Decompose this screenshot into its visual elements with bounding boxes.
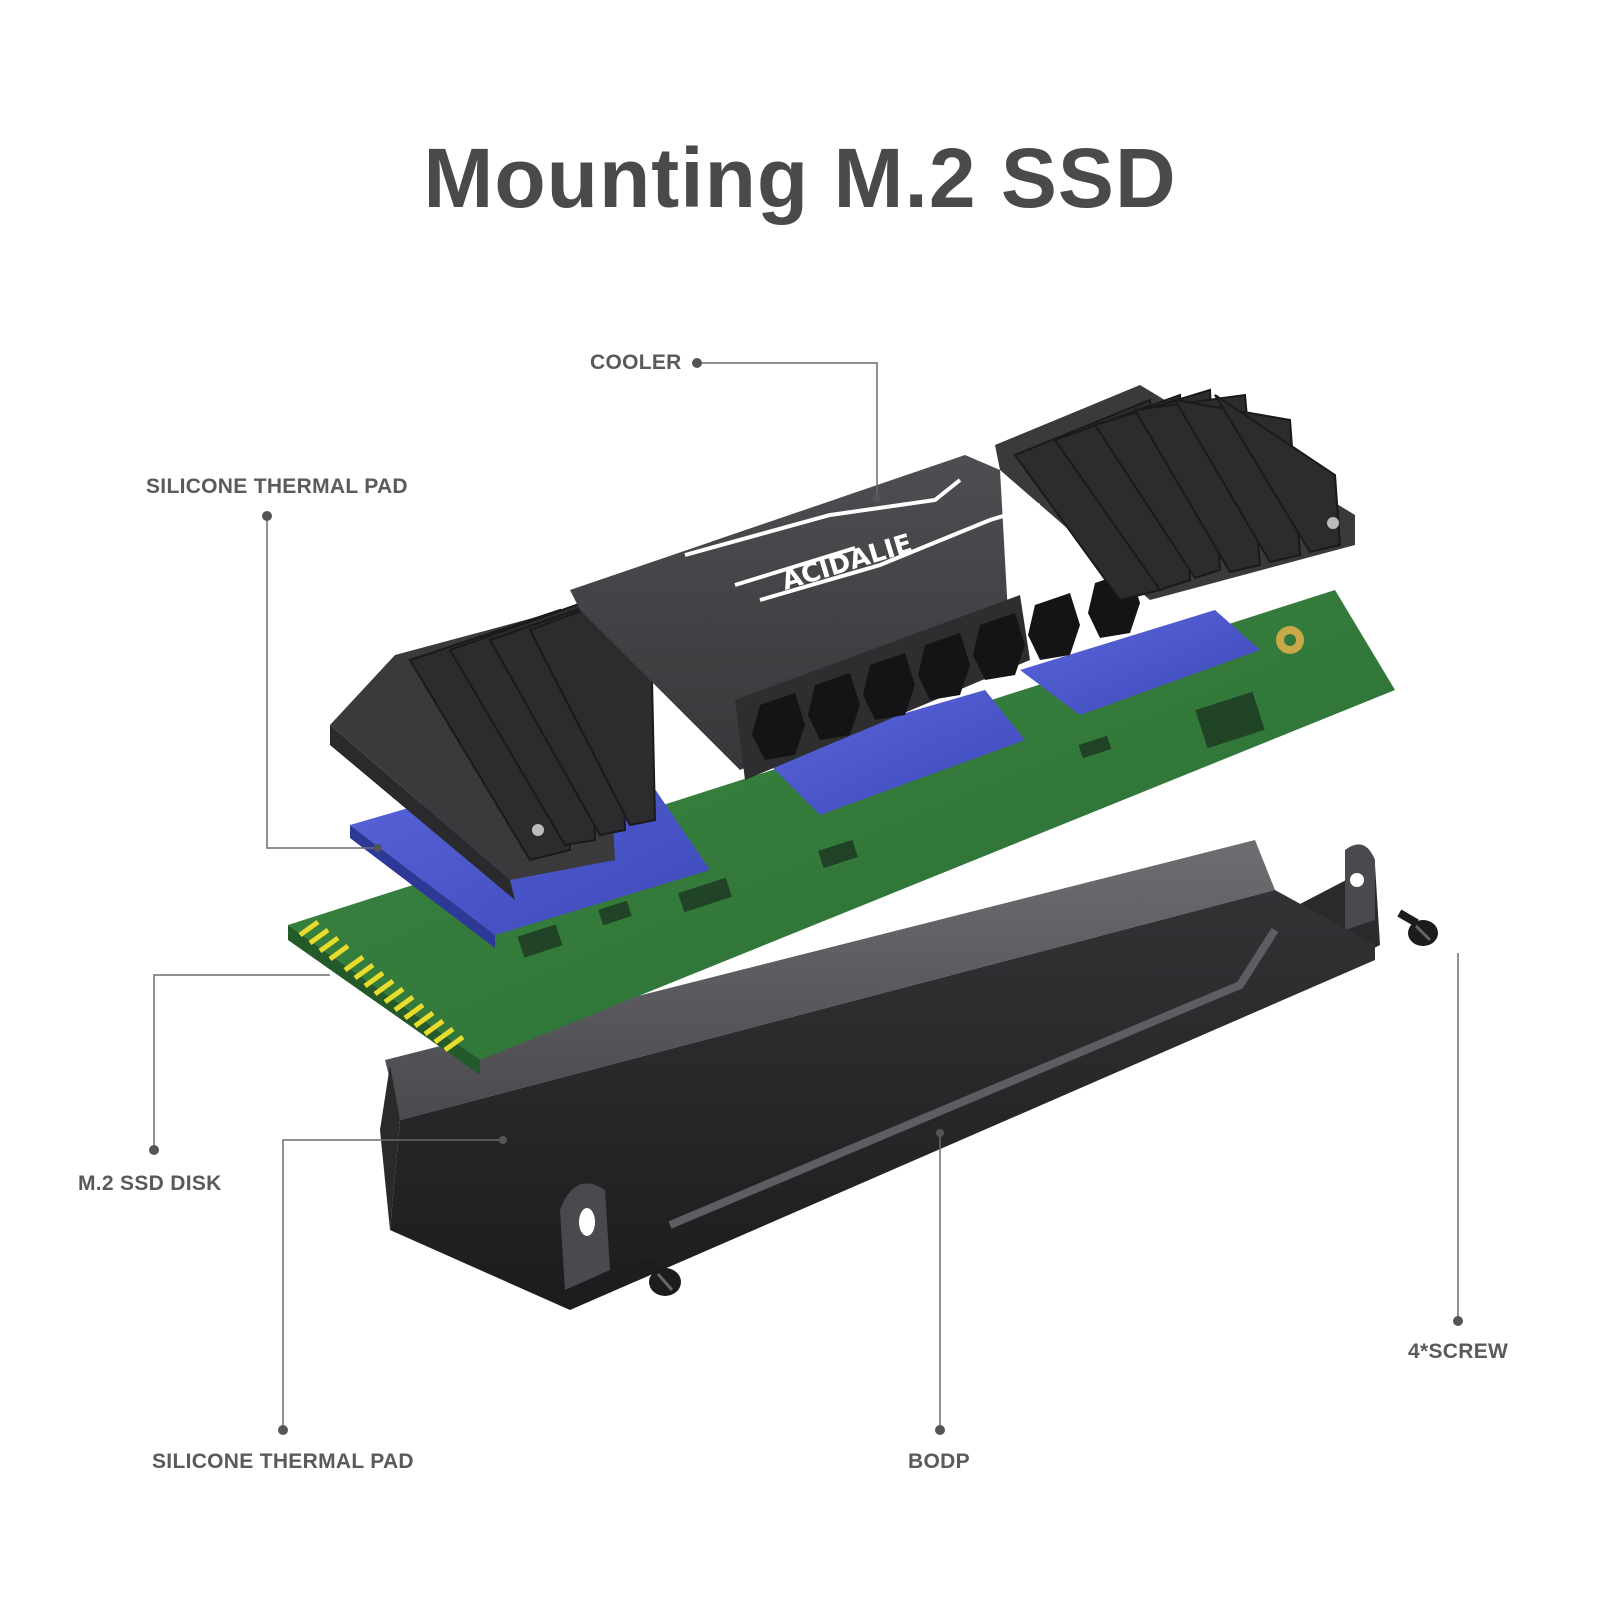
label-thermal-pad-bottom: SILICONE THERMAL PAD xyxy=(152,1450,414,1473)
ssd-pcb xyxy=(288,590,1395,1075)
label-thermal-pad-top: SILICONE THERMAL PAD xyxy=(146,475,408,498)
label-cooler: COOLER xyxy=(590,351,682,374)
thermal-pad-3 xyxy=(1020,610,1260,715)
base-bracket xyxy=(380,840,1380,1310)
screw-icon xyxy=(1397,909,1438,946)
thermal-pad-2 xyxy=(760,690,1025,815)
label-bodp: BODP xyxy=(908,1450,970,1473)
cooler: ACIDALIE xyxy=(330,385,1355,900)
gold-contacts xyxy=(298,919,465,1053)
label-ssd-disk: M.2 SSD DISK xyxy=(78,1172,222,1195)
label-screw: 4*SCREW xyxy=(1408,1340,1509,1363)
leader-lines xyxy=(153,362,1459,1430)
screw-icon xyxy=(639,1256,681,1296)
page-title: Mounting M.2 SSD xyxy=(423,131,1177,225)
leader-dots xyxy=(149,358,1463,1435)
